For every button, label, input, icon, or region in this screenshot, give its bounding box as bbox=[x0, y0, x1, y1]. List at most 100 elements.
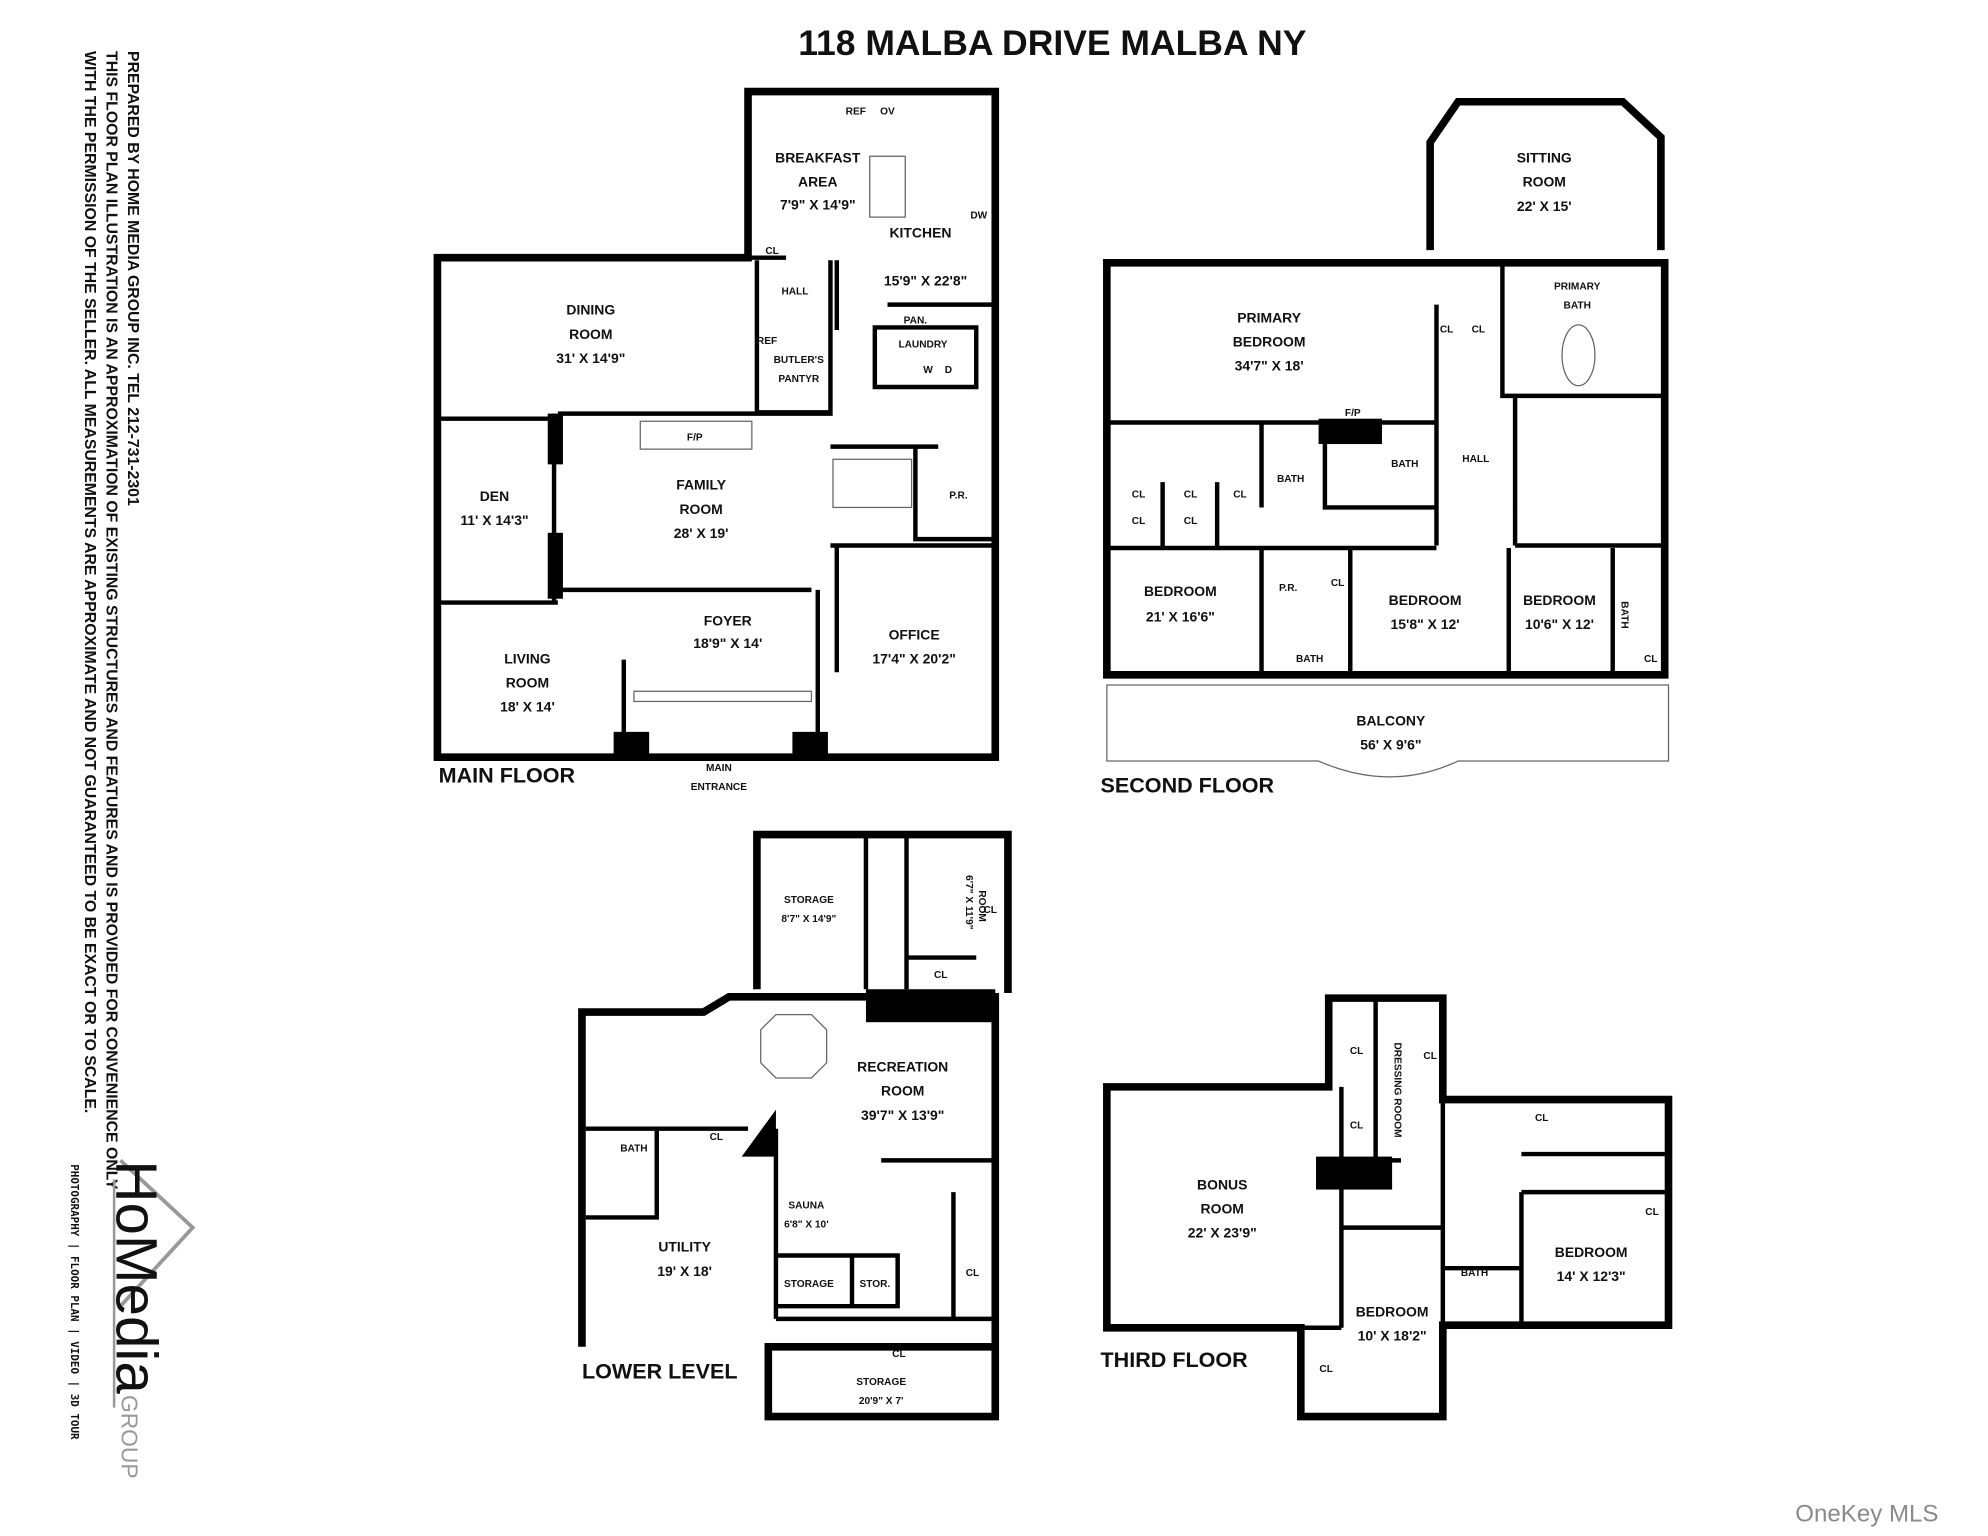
kitchen-label: KITCHEN bbox=[889, 224, 951, 240]
family-room-label: FAMILY bbox=[676, 477, 727, 493]
utility-dimensions: 19' X 18' bbox=[657, 1263, 712, 1279]
room-dimensions: 6'7" X 11'9" bbox=[963, 875, 974, 930]
room-label: ROOM bbox=[976, 890, 987, 922]
living-room-label: LIVING bbox=[504, 650, 550, 666]
living-room-dimensions: 18' X 14' bbox=[500, 699, 555, 715]
bedroom-label: BEDROOM bbox=[1356, 1303, 1429, 1319]
den-dimensions: 11' X 14'3" bbox=[460, 512, 528, 528]
closet-label: CL bbox=[1331, 578, 1344, 589]
closet-label: CL bbox=[1350, 1046, 1364, 1057]
closet-label: CL bbox=[892, 1349, 906, 1360]
storage-label: STORAGE bbox=[784, 895, 834, 906]
ref-label: REF bbox=[846, 106, 866, 117]
disclaimer-line: WITH THE PERMISSION OF THE SELLER. ALL M… bbox=[81, 51, 98, 1113]
closet-label: CL bbox=[1472, 324, 1485, 335]
family-room-label: ROOM bbox=[679, 501, 722, 517]
dishwasher-label: DW bbox=[970, 210, 987, 221]
closet-label: CL bbox=[1184, 516, 1198, 527]
bath-label: BATH bbox=[620, 1144, 647, 1155]
primary-bedroom-dimensions: 34'7" X 18' bbox=[1235, 358, 1304, 374]
disclaimer: PREPARED BY HOME MEDIA GROUP INC. TEL 21… bbox=[81, 51, 141, 1190]
bath-label: BATH bbox=[1461, 1268, 1488, 1279]
recreation-room-label: ROOM bbox=[881, 1083, 924, 1099]
closet-label: CL bbox=[1184, 489, 1198, 500]
bonus-room-dimensions: 22' X 23'9" bbox=[1188, 1225, 1257, 1241]
main-entrance-label: MAIN bbox=[706, 763, 732, 774]
logo-wordmark: HoMedia bbox=[104, 1160, 169, 1394]
main-floor: REF OV BREAKFAST AREA 7'9" X 14'9" DW KI… bbox=[433, 87, 1000, 793]
bedroom-dimensions: 10' X 18'2" bbox=[1358, 1327, 1427, 1343]
powder-room-label: P.R. bbox=[1279, 583, 1298, 594]
primary-bath-label: BATH bbox=[1564, 300, 1591, 311]
closet-label: CL bbox=[934, 970, 948, 981]
primary-bedroom-label: PRIMARY bbox=[1237, 309, 1301, 325]
closet-label: CL bbox=[1645, 1207, 1658, 1218]
closet-label: CL bbox=[1319, 1364, 1332, 1375]
bedroom-dimensions: 21' X 16'6" bbox=[1146, 609, 1215, 625]
balcony-dimensions: 56' X 9'6" bbox=[1360, 737, 1421, 753]
closet-label: CL bbox=[1423, 1051, 1436, 1062]
primary-bath-label: PRIMARY bbox=[1554, 281, 1601, 292]
primary-bedroom-label: BEDROOM bbox=[1233, 333, 1306, 349]
dining-room-label: DINING bbox=[566, 302, 615, 318]
page-title: 118 MALBA DRIVE MALBA NY bbox=[798, 23, 1307, 63]
disclaimer-line: THIS FLOOR PLAN ILLUSTRATION IS AN APPRO… bbox=[103, 51, 120, 1190]
butlers-pantry-label: BUTLER'S bbox=[774, 355, 824, 366]
storage-label: STORAGE bbox=[784, 1279, 834, 1290]
sauna-label: SAUNA bbox=[788, 1201, 825, 1212]
kitchen-dimensions: 15'9" X 22'8" bbox=[884, 273, 967, 289]
fireplace-label: F/P bbox=[687, 432, 703, 443]
breakfast-area-dimensions: 7'9" X 14'9" bbox=[780, 197, 856, 213]
oven-label: OV bbox=[880, 106, 895, 117]
storage-label: STOR. bbox=[859, 1279, 890, 1290]
dining-room-dimensions: 31' X 14'9" bbox=[556, 350, 625, 366]
dining-room-label: ROOM bbox=[569, 326, 612, 342]
closet-label: CL bbox=[1132, 489, 1146, 500]
sitting-room-label: SITTING bbox=[1517, 150, 1572, 166]
lower-level: STORAGE 8'7" X 14'9" ROOM 6'7" X 11'9" C… bbox=[578, 830, 1012, 1421]
second-floor-title: SECOND FLOOR bbox=[1100, 773, 1274, 798]
balcony-label: BALCONY bbox=[1356, 713, 1426, 729]
laundry-label: LAUNDRY bbox=[898, 340, 947, 351]
closet-label: CL bbox=[1535, 1113, 1548, 1124]
foyer-dimensions: 18'9" X 14' bbox=[693, 635, 762, 651]
foyer-label: FOYER bbox=[704, 612, 752, 628]
bath-label: BATH bbox=[1296, 654, 1323, 665]
utility-label: UTILITY bbox=[658, 1239, 711, 1255]
disclaimer-line: PREPARED BY HOME MEDIA GROUP INC. TEL 21… bbox=[124, 51, 141, 506]
storage-dimensions: 20'9" X 7' bbox=[859, 1396, 904, 1407]
office-dimensions: 17'4" X 20'2" bbox=[872, 650, 955, 666]
closet-label: CL bbox=[1350, 1121, 1364, 1132]
third-floor: CL DRESSING ROOOM CL CL CL BONUS ROOM 22… bbox=[1100, 994, 1673, 1421]
homedia-logo: HoMedia GROUP PHOTOGRAPHY | FLOOR PLAN |… bbox=[68, 1159, 196, 1479]
bedroom-dimensions: 15'8" X 12' bbox=[1391, 616, 1460, 632]
sauna-dimensions: 6'8" X 10' bbox=[784, 1220, 829, 1231]
second-floor: SITTING ROOM 22' X 15' PRIMARY BEDROOM 3… bbox=[1100, 97, 1670, 798]
bedroom-label: BEDROOM bbox=[1555, 1244, 1628, 1260]
breakfast-area-label: AREA bbox=[798, 174, 837, 190]
lower-level-title: LOWER LEVEL bbox=[582, 1358, 738, 1383]
butlers-pantry-label: PANTYR bbox=[778, 374, 820, 385]
closet-label: CL bbox=[765, 246, 779, 257]
logo-tagline: PHOTOGRAPHY | FLOOR PLAN | VIDEO | 3D TO… bbox=[68, 1164, 81, 1440]
closet-label: CL bbox=[983, 905, 997, 916]
recreation-room-label: RECREATION bbox=[857, 1059, 948, 1075]
storage-dimensions: 8'7" X 14'9" bbox=[781, 914, 836, 925]
bedroom-label: BEDROOM bbox=[1144, 583, 1217, 599]
bonus-room-label: ROOM bbox=[1201, 1201, 1244, 1217]
living-room-label: ROOM bbox=[506, 674, 549, 690]
pantry-label: PAN. bbox=[904, 316, 928, 327]
sitting-room-dimensions: 22' X 15' bbox=[1517, 198, 1572, 214]
closet-label: CL bbox=[1132, 516, 1146, 527]
family-room-dimensions: 28' X 19' bbox=[674, 525, 729, 541]
logo-sub: GROUP bbox=[117, 1395, 143, 1479]
dryer-label: D bbox=[945, 365, 952, 376]
main-entrance-label: ENTRANCE bbox=[691, 782, 747, 793]
washer-label: W bbox=[923, 365, 933, 376]
bedroom-label: BEDROOM bbox=[1389, 592, 1462, 608]
closet-label: CL bbox=[966, 1268, 980, 1279]
closet-label: CL bbox=[1440, 324, 1453, 335]
closet-label: CL bbox=[1233, 489, 1247, 500]
fireplace-label: F/P bbox=[1345, 408, 1361, 419]
